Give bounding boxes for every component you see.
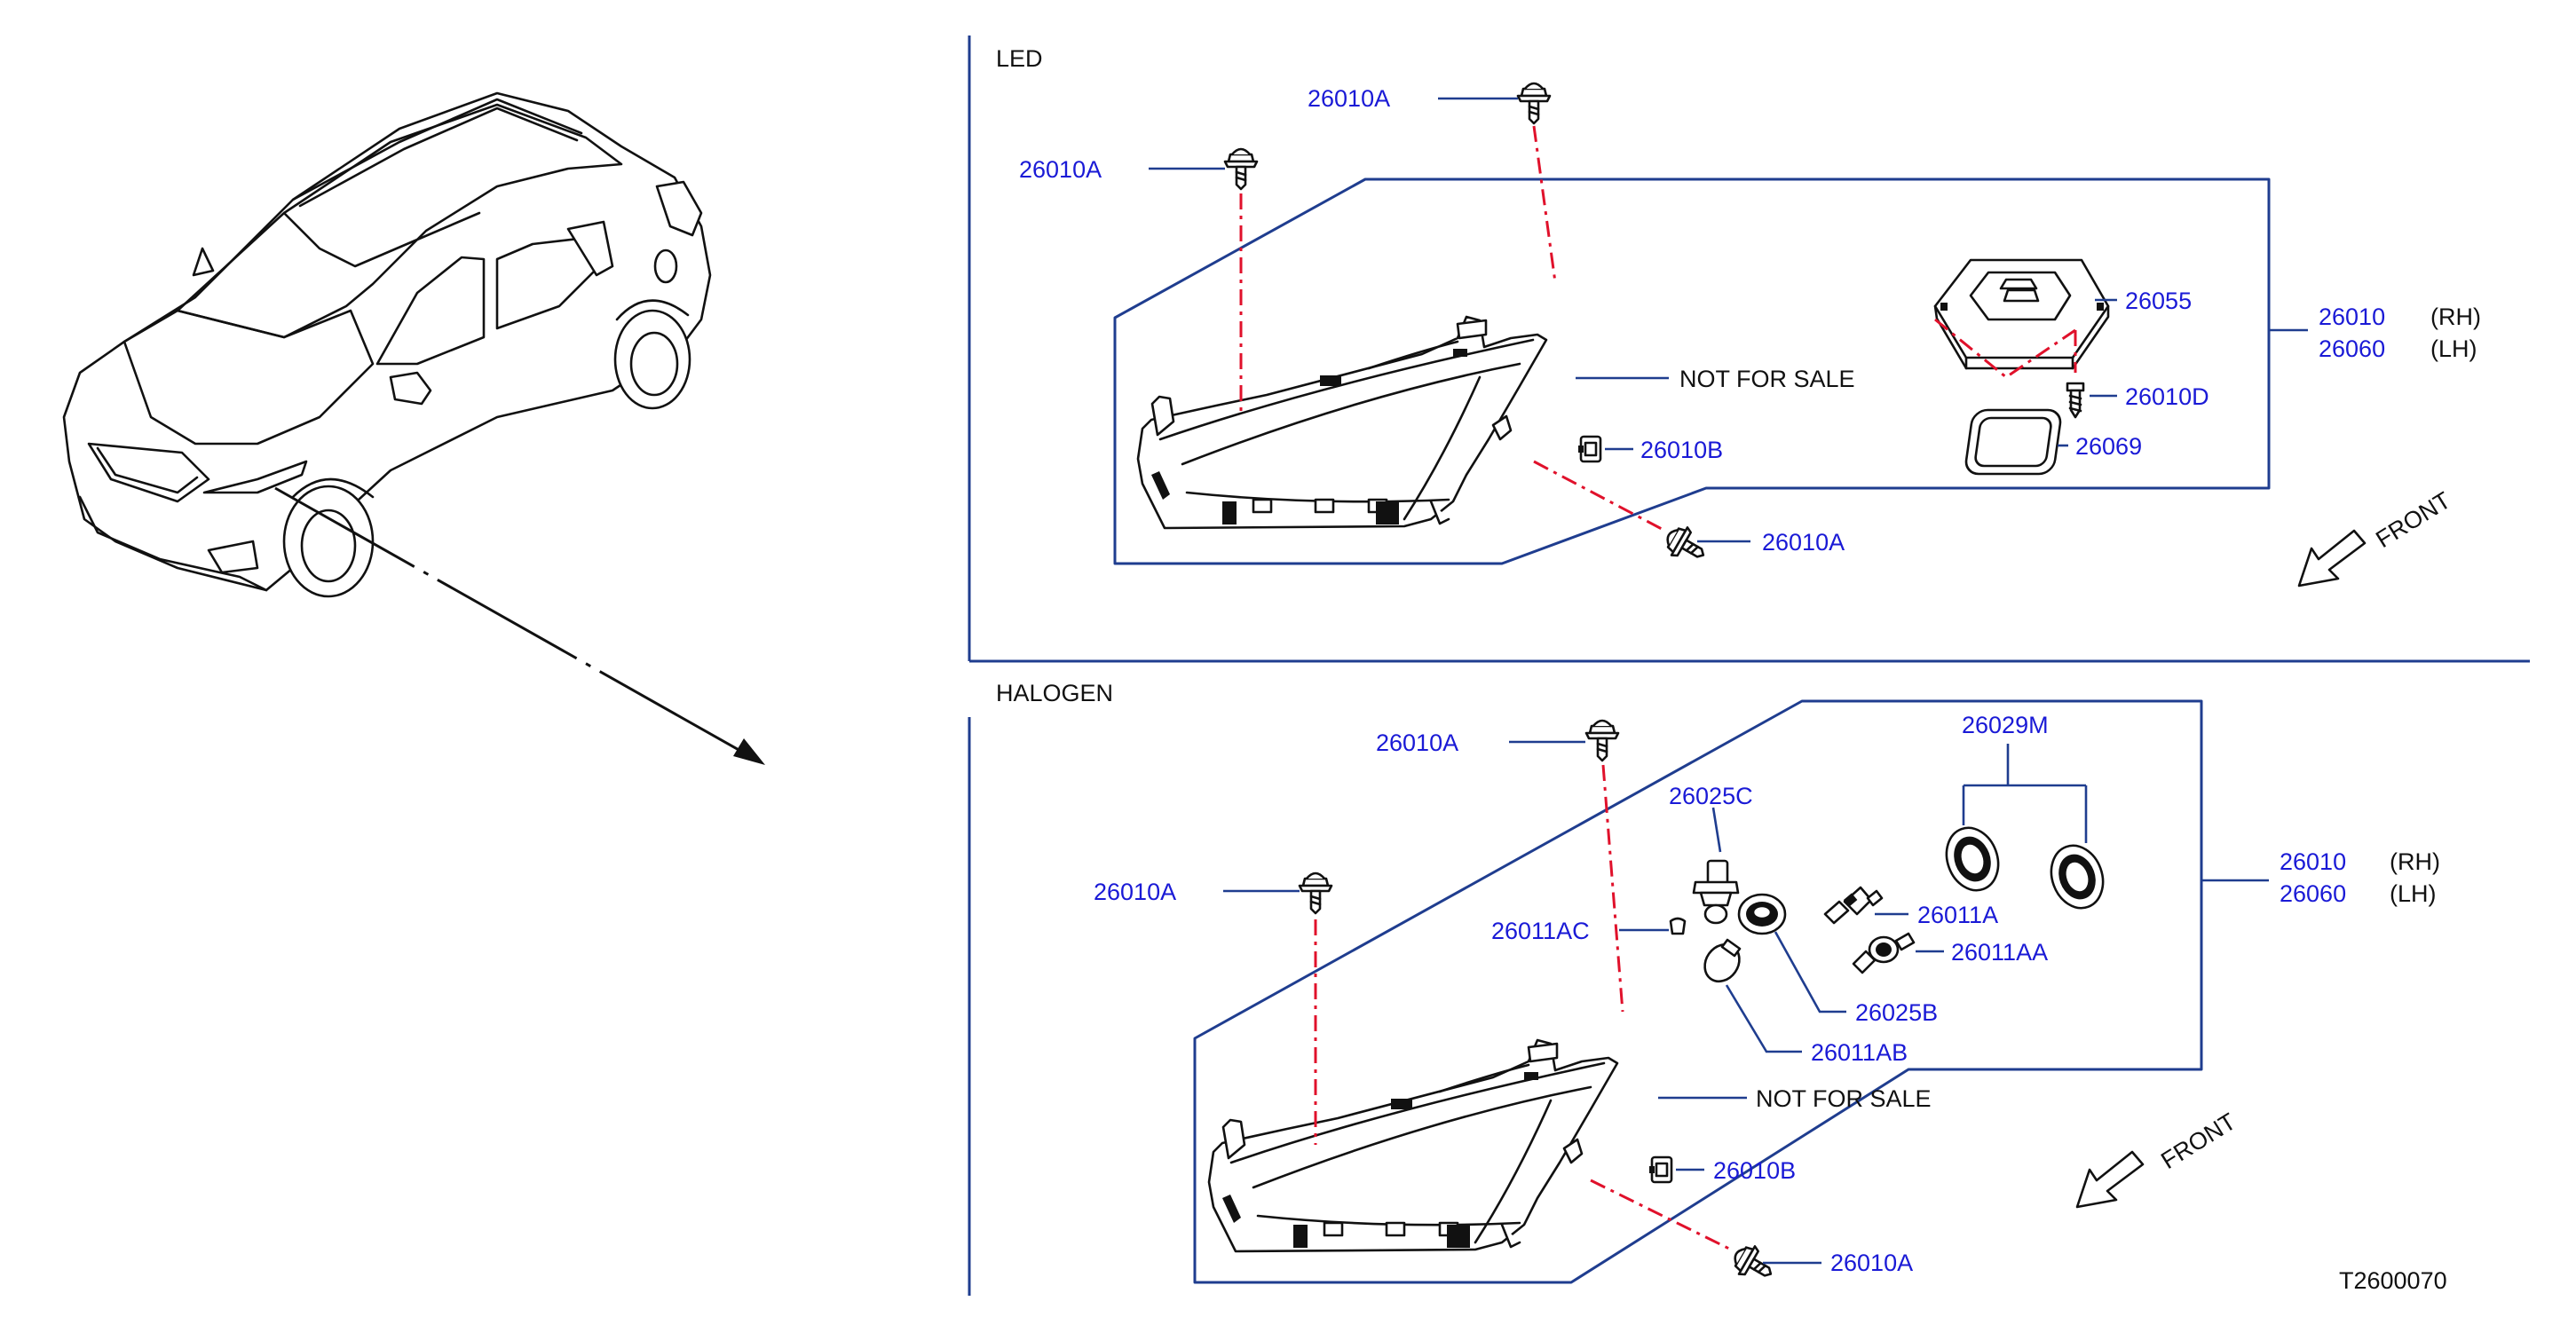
halogen-socket-c-label[interactable]: 26025C [1669,783,1753,809]
halogen-bulb-ac [1669,917,1687,935]
led-section-title: LED [996,45,1043,72]
halogen-bolt-upper [1584,719,1620,762]
callout-arrow [274,486,765,765]
led-gasket [1964,408,2062,476]
led-section: LED NOT FOR SALE 26010A 26010A 26010B 26… [996,45,2481,588]
halogen-bolt-lower-label[interactable]: 26010A [1830,1250,1913,1276]
halogen-clip-label[interactable]: 26010B [1713,1157,1796,1184]
halogen-rh-label: (RH) [2390,848,2440,875]
halogen-bulb-aa [1852,932,1916,974]
halogen-bolt-upper-label[interactable]: 26010A [1376,729,1458,756]
halogen-headlamp [1207,1038,1619,1253]
halogen-assy-rh-label[interactable]: 26010 [2280,848,2346,875]
halogen-socket-b [1737,893,1787,935]
halogen-seal-2 [2050,844,2105,910]
halogen-bulb-a [1823,886,1884,925]
led-gasket-label[interactable]: 26069 [2075,433,2142,460]
led-screw [2066,382,2085,419]
led-lh-label: (LH) [2430,335,2477,362]
led-bolt-left-label[interactable]: 26010A [1019,156,1102,183]
halogen-bolt-left-label[interactable]: 26010A [1094,879,1176,905]
led-bolt-upper [1516,82,1552,125]
halogen-bulb-ab [1703,938,1742,983]
halogen-bulb-ab-label[interactable]: 26011AB [1811,1039,1908,1066]
halogen-socket-b-label[interactable]: 26025B [1855,999,1938,1026]
halogen-bolt-lower-line [1590,1179,1732,1251]
led-bolt-lower-label[interactable]: 26010A [1762,529,1845,556]
halogen-lh-label: (LH) [2390,880,2437,907]
led-screw-label[interactable]: 26010D [2125,383,2209,410]
led-driver-module [1933,258,2110,370]
led-headlamp [1136,315,1548,530]
vehicle-sketch [62,91,712,598]
led-not-for-sale-label: NOT FOR SALE [1679,366,1855,392]
led-bolt-lower [1659,520,1713,571]
led-clip [1576,435,1602,463]
halogen-seal-label[interactable]: 26029M [1962,712,2049,738]
halogen-bolt-upper-line [1601,764,1624,1013]
led-front-arrow [2297,529,2367,588]
led-module-label[interactable]: 26055 [2125,288,2192,314]
drawing-code: T2600070 [2339,1267,2447,1294]
halogen-seal-1 [1945,826,2000,892]
halogen-section-title: HALOGEN [996,680,1113,706]
led-assy-lh-label[interactable]: 26060 [2319,335,2385,362]
led-bolt-lower-line [1533,460,1663,531]
halogen-assy-lh-label[interactable]: 26060 [2280,880,2346,907]
halogen-not-for-sale-label: NOT FOR SALE [1756,1085,1932,1112]
halogen-socket-c [1692,859,1740,925]
halogen-bulb-ac-label[interactable]: 26011AC [1491,918,1590,944]
halogen-assembly-frame [1193,699,2203,1284]
halogen-bulb-a-label[interactable]: 26011A [1917,902,1998,928]
led-bolt-upper-line [1532,125,1557,283]
halogen-clip [1648,1155,1673,1184]
led-bolt-upper-label[interactable]: 26010A [1308,85,1390,112]
halogen-section: HALOGEN NOT FOR SALE 26010A 26010A 26010… [996,680,2440,1289]
led-rh-label: (RH) [2430,304,2481,330]
led-clip-label[interactable]: 26010B [1640,437,1723,463]
halogen-bulb-aa-label[interactable]: 26011AA [1951,939,2048,966]
led-front-label: FRONT [2371,486,2455,553]
led-assembly-frame [1113,177,2271,565]
halogen-front-label: FRONT [2156,1108,2240,1174]
led-bolt-left [1223,147,1259,191]
section-dividers [968,35,2530,1296]
led-assy-rh-label[interactable]: 26010 [2319,304,2385,330]
halogen-bolt-left [1298,871,1333,915]
halogen-front-arrow [2075,1150,2145,1209]
